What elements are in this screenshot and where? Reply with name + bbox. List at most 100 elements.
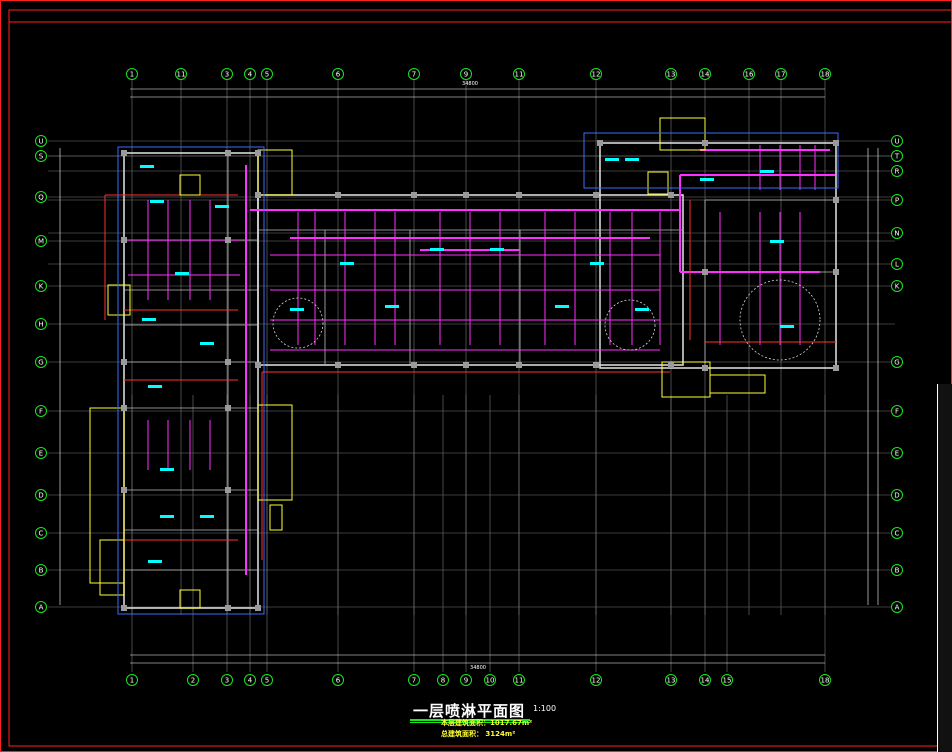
room-label-mark (290, 308, 304, 311)
axis-bubble-label: F (39, 408, 43, 416)
dimension-lines (59, 88, 879, 664)
axis-bubble-label: 1 (130, 71, 134, 79)
axis-bubble-label: K (895, 283, 900, 291)
axis-bubble (743, 68, 755, 80)
title-underline-thin (410, 722, 530, 723)
axis-bubble (408, 674, 420, 686)
axis-bubble-label: 16 (745, 71, 754, 79)
title-underline (410, 719, 530, 721)
axis-bubble-label: D (894, 492, 899, 500)
axis-bubble-label: 7 (412, 677, 416, 685)
axis-bubble (891, 527, 903, 539)
structural-column (593, 362, 599, 368)
room-label-mark (160, 515, 174, 518)
structural-column (516, 362, 522, 368)
room-label-mark (175, 272, 189, 275)
structural-column (668, 362, 674, 368)
room-label-mark (635, 308, 649, 311)
room-label-mark (150, 200, 164, 203)
axis-bubble-label: 9 (464, 677, 468, 685)
axis-bubble (891, 405, 903, 417)
axis-bubble-label: 8 (441, 677, 445, 685)
axis-bubble-label: K (39, 283, 44, 291)
structural-column (463, 362, 469, 368)
structural-column (121, 605, 127, 611)
structural-column (833, 269, 839, 275)
axis-bubble-label: 10 (486, 677, 495, 685)
axis-bubble (332, 68, 344, 80)
room-label-mark (142, 318, 156, 321)
axis-bubble-label: S (39, 153, 44, 161)
structural-column (833, 140, 839, 146)
axis-bubble (332, 674, 344, 686)
top-total-dimension: 34800 (462, 81, 478, 87)
axis-bubble (891, 356, 903, 368)
axis-bubble (891, 194, 903, 206)
axis-bubble-label: 4 (248, 677, 253, 685)
axis-bubble-label: 11 (177, 71, 186, 79)
axis-bubble-label: H (38, 321, 43, 329)
structural-column (225, 605, 231, 611)
axis-bubble (891, 601, 903, 613)
structural-column (121, 150, 127, 156)
room-label-mark (605, 158, 619, 161)
legend-panel (937, 384, 952, 752)
structural-column (516, 192, 522, 198)
axis-bubble (35, 489, 47, 501)
axis-bubble (35, 280, 47, 292)
axis-bubble-label: 6 (336, 71, 341, 79)
axis-bubble-label: U (38, 138, 43, 146)
room-label-marks (140, 158, 794, 563)
structural-column (255, 362, 261, 368)
structural-columns (121, 140, 839, 611)
structural-column (411, 192, 417, 198)
axis-bubble-label: C (895, 530, 900, 538)
total-area-label: 总建筑面积： 3124m² (441, 730, 516, 738)
axis-bubble (35, 135, 47, 147)
axis-bubble-label: 13 (667, 677, 676, 685)
axis-bubble (590, 674, 602, 686)
axis-bubble-label: 14 (701, 677, 710, 685)
circular-rooms (272, 279, 821, 361)
room-label-mark (555, 305, 569, 308)
axis-bubble-label: 6 (336, 677, 341, 685)
room-label-mark (200, 515, 214, 518)
room-label-mark (430, 248, 444, 251)
axis-bubble-label: Q (38, 194, 44, 202)
structural-column (255, 605, 261, 611)
axis-bubble (244, 674, 256, 686)
room-label-mark (490, 248, 504, 251)
axis-bubble (721, 674, 733, 686)
structural-column (225, 359, 231, 365)
axis-bubble (819, 68, 831, 80)
axis-bubble (35, 564, 47, 576)
axis-bubble (460, 674, 472, 686)
structural-column (121, 237, 127, 243)
axis-bubble (244, 68, 256, 80)
axis-bubble-label: 18 (821, 71, 830, 79)
blue-outlines (117, 132, 839, 615)
axis-bubble-label: 1 (130, 677, 134, 685)
axis-bubble (408, 68, 420, 80)
axis-bubble (460, 68, 472, 80)
structural-column (833, 197, 839, 203)
axis-bubble-label: P (895, 197, 899, 205)
structural-column (255, 192, 261, 198)
room-label-mark (700, 178, 714, 181)
axis-grid-lines (48, 80, 895, 672)
axis-bubble (35, 527, 47, 539)
sprinkler-branch-pipes (128, 145, 816, 470)
axis-bubble (513, 674, 525, 686)
axis-bubble (891, 258, 903, 270)
axis-bubble (35, 356, 47, 368)
axis-bubble (35, 318, 47, 330)
axis-bubble (891, 135, 903, 147)
axis-bubble-label: 5 (265, 677, 269, 685)
axis-bubble (891, 489, 903, 501)
axis-bubble (665, 674, 677, 686)
plan-scale: 1:100 (533, 704, 557, 713)
axis-bubble-label: L (895, 261, 899, 269)
room-label-mark (215, 205, 229, 208)
axis-bubble-label: C (39, 530, 44, 538)
